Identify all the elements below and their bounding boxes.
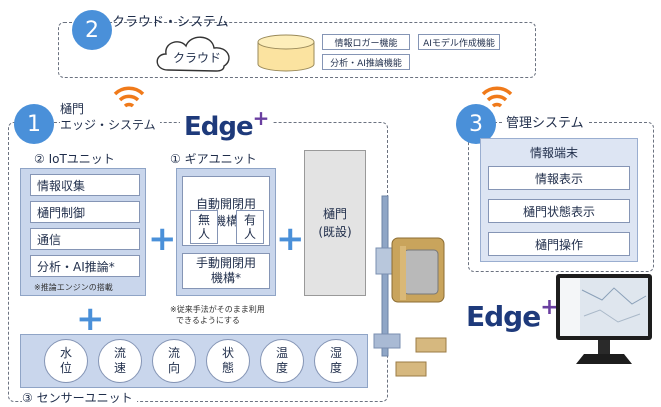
sensor-0-line2: 位 xyxy=(59,361,72,375)
sensor-5-line2: 度 xyxy=(329,361,342,375)
sensor-4-line2: 度 xyxy=(275,361,288,375)
gear-note-line2: できるようにする xyxy=(176,316,240,325)
mgmt-item-status: 樋門状態表示 xyxy=(488,199,630,223)
sensor-water-level: 水位 xyxy=(44,339,88,383)
cloud-system-frame xyxy=(58,22,536,78)
unmanned-box: 無 人 xyxy=(190,210,218,244)
edge-system-title-line1: 樋門 xyxy=(60,102,85,116)
unmanned-line2: 人 xyxy=(197,227,210,241)
manned-line2: 人 xyxy=(243,227,256,241)
manual-label-line2: 機構* xyxy=(210,271,241,285)
iot-unit-note: ※推論エンジンの搭載 xyxy=(34,283,113,292)
manual-label-line1: 手動開閉用 xyxy=(195,256,256,270)
sensor-flow-speed: 流速 xyxy=(98,339,142,383)
auto-label-line2: 機構 xyxy=(213,214,238,228)
plus-icon-1: + xyxy=(148,219,177,259)
manned-box: 有 人 xyxy=(236,210,264,244)
cloud-icon xyxy=(156,36,230,72)
management-edge-logo-plus-icon: + xyxy=(540,295,558,320)
sensor-1-line2: 速 xyxy=(113,361,126,375)
monitor-icon xyxy=(556,274,652,364)
management-edge-logo-text: Edge xyxy=(466,300,541,333)
sensor-1-line1: 流 xyxy=(113,346,126,360)
wifi-icon-management xyxy=(481,86,513,108)
cloud-label: クラウド xyxy=(173,51,222,65)
mgmt-item-info: 情報表示 xyxy=(488,166,630,190)
sensor-2-line2: 向 xyxy=(167,361,180,375)
sensor-5-line1: 湿 xyxy=(329,346,342,360)
cloud-system-number: 2 xyxy=(72,10,112,50)
edge-system-title-line2: エッジ・システム xyxy=(60,116,160,133)
edge-system-number: 1 xyxy=(14,104,54,144)
manual-mechanism-box: 手動開閉用 機構* xyxy=(182,253,270,289)
iot-unit-title: ② IoTユニット xyxy=(34,152,115,166)
feature-analysis: 分析・AI推論機能 xyxy=(322,54,410,70)
sensor-0-line1: 水 xyxy=(59,346,72,360)
edge-logo-text: Edge xyxy=(184,112,254,142)
terminal-title: 情報端末 xyxy=(530,146,579,160)
manned-line1: 有 xyxy=(243,213,256,227)
management-system-title: 管理システム xyxy=(502,112,588,131)
management-system-number: 3 xyxy=(456,104,496,144)
wifi-icon-edge xyxy=(113,86,145,108)
sensor-humidity: 湿度 xyxy=(314,339,358,383)
existing-gate-box: 樋門 (既設) xyxy=(304,150,366,296)
management-edge-logo: Edge+ xyxy=(466,295,559,333)
plus-icon-2: + xyxy=(276,219,305,259)
auto-label-line1: 自動開閉用 xyxy=(195,197,256,211)
iot-item-comm: 通信 xyxy=(30,228,140,250)
cloud-system-title: クラウド・システム xyxy=(112,15,229,30)
sensor-temperature: 温度 xyxy=(260,339,304,383)
mgmt-item-operate: 樋門操作 xyxy=(488,232,630,256)
feature-ai-model: AIモデル作成機能 xyxy=(418,34,500,50)
sensor-status: 状態 xyxy=(206,339,250,383)
existing-gate-line1: 樋門 xyxy=(322,207,347,221)
iot-item-collect: 情報収集 xyxy=(30,174,140,196)
database-icon xyxy=(257,34,315,72)
iot-item-analysis: 分析・AI推論* xyxy=(30,255,140,277)
sensor-2-line1: 流 xyxy=(167,346,180,360)
gate-device-illustration xyxy=(373,195,447,377)
iot-item-control: 樋門制御 xyxy=(30,201,140,223)
sensor-flow-direction: 流向 xyxy=(152,339,196,383)
existing-gate-line2: (既設) xyxy=(318,225,352,239)
gear-unit-title: ① ギアユニット xyxy=(170,152,257,166)
feature-logger: 情報ロガー機能 xyxy=(322,34,410,50)
sensor-3-line1: 状 xyxy=(221,346,234,360)
edge-logo-plus-icon: + xyxy=(252,106,270,130)
plus-icon-3: + xyxy=(76,299,105,339)
sensor-3-line2: 態 xyxy=(221,361,234,375)
sensor-unit-title: ③ センサーユニット xyxy=(22,389,137,406)
unmanned-line1: 無 xyxy=(197,213,210,227)
edge-logo: Edge+ xyxy=(180,106,273,142)
sensor-4-line1: 温 xyxy=(275,346,288,360)
gear-note-line1: ※従来手法がそのまま利用 xyxy=(170,305,265,314)
